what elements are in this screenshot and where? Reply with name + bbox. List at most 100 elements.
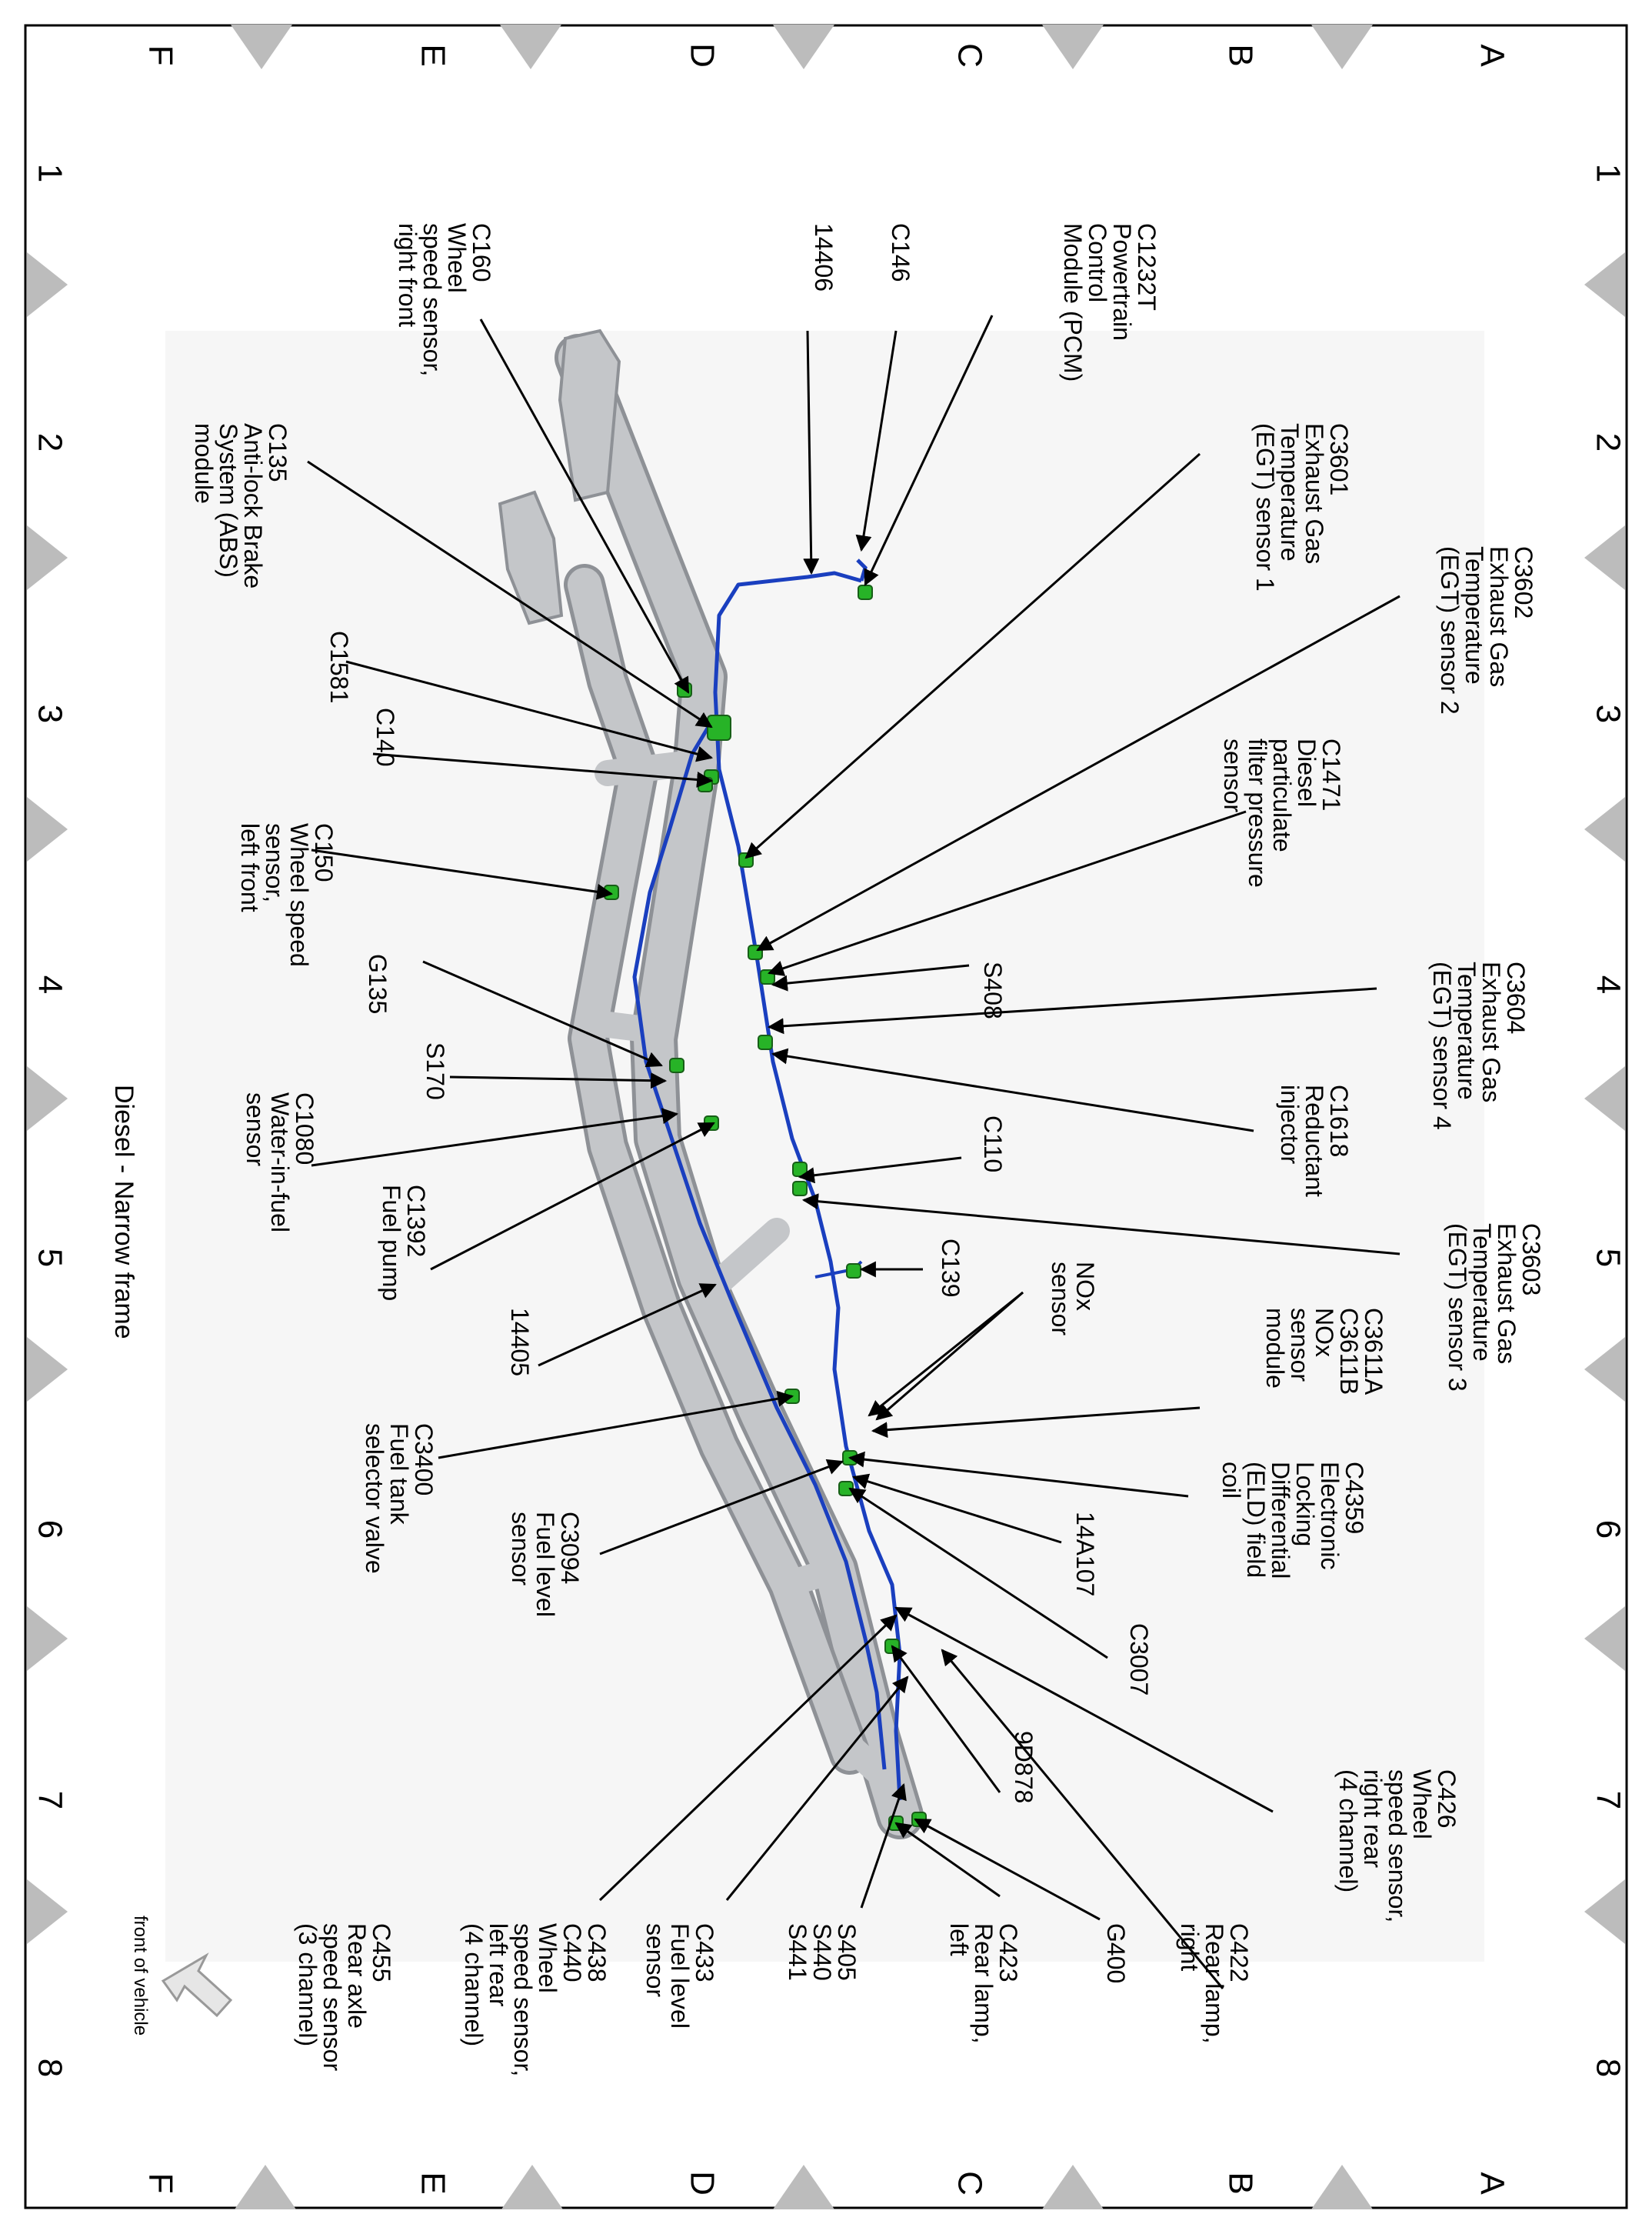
- grid-col-label-right-4: 4: [1589, 975, 1627, 994]
- callout-c3602-line-2: Temperature: [1460, 546, 1488, 685]
- front-of-vehicle-arrow-icon: [161, 1952, 233, 2018]
- callout-c1080-line-1: Water-in-fuel: [266, 1092, 294, 1232]
- grid-col-label-right-7: 7: [1589, 1791, 1627, 1809]
- callout-c3094-line-0: C3094: [556, 1512, 584, 1584]
- callout-c3604-line-1: Exhaust Gas: [1477, 962, 1505, 1102]
- callout-g400-line-0: G400: [1102, 1923, 1130, 1983]
- callout-c146-line-0: C146: [887, 223, 914, 282]
- callout-c3611-line-0: C3611A: [1360, 1308, 1387, 1395]
- leader-s405-35: [860, 1783, 907, 1909]
- callout-c426-line-4: (4 channel): [1334, 1769, 1362, 1892]
- callout-s405-line-2: S441: [784, 1923, 811, 1981]
- callout-c433-line-2: sensor: [641, 1923, 669, 1997]
- leader-s408-11: [771, 964, 970, 992]
- callout-c135-line-3: module: [190, 423, 218, 504]
- callout-c3007: C3007: [1125, 1623, 1153, 1696]
- callout-c139: C139: [937, 1239, 964, 1298]
- callout-c3611: C3611AC3611BNOxsensormodule: [1261, 1308, 1387, 1395]
- callout-c150-line-3: left front: [236, 823, 264, 912]
- callout-c3603-line-1: Exhaust Gas: [1493, 1223, 1520, 1364]
- callout-c433-line-1: Fuel level: [666, 1923, 694, 2029]
- leader-c110-16: [798, 1156, 962, 1184]
- callout-c150-line-1: Wheel speed: [285, 823, 313, 967]
- callout-14405-line-0: 14405: [506, 1308, 534, 1376]
- grid-marker-bottom-4: [1311, 2165, 1373, 2209]
- leader-c1232t-0: [864, 315, 994, 586]
- callout-c1232t-line-1: Powertrain: [1108, 223, 1136, 341]
- frame-crossmember-1: [583, 1010, 671, 1044]
- callout-c1232t-line-2: Control: [1084, 223, 1111, 302]
- callout-c3094-line-2: sensor: [507, 1512, 535, 1585]
- leader-c438-37: [598, 1614, 898, 1902]
- callout-c1471-line-2: particulate: [1268, 739, 1296, 852]
- callout-c3611-line-2: NOx: [1311, 1308, 1338, 1357]
- leader-c1080-17: [311, 1108, 679, 1167]
- callout-14406: 14406: [810, 223, 838, 292]
- leader-c3604-12: [767, 987, 1377, 1035]
- harness-main-left: [632, 714, 887, 1770]
- grid-row-label-bottom-B: B: [1221, 2172, 1259, 2194]
- callout-c438-line-0: C438: [583, 1923, 611, 1982]
- connector-11: [792, 1162, 808, 1177]
- callout-9d878-line-0: 9D878: [1010, 1731, 1037, 1803]
- callout-c1471-line-3: filter pressure: [1244, 739, 1271, 888]
- callout-nox-line-1: sensor: [1047, 1262, 1074, 1335]
- grid-col-label-left-5: 5: [31, 1249, 68, 1267]
- callout-c1392-line-0: C1392: [402, 1185, 430, 1257]
- callout-c4359-line-5: coil: [1217, 1462, 1245, 1499]
- callout-c140: C140: [371, 708, 399, 767]
- leader-c3602-6: [756, 595, 1401, 952]
- leader-c426-30: [894, 1606, 1274, 1813]
- callout-c1232t-line-0: C1232T: [1133, 223, 1161, 311]
- callout-c135-line-1: Anti-lock Brake: [239, 423, 267, 589]
- callout-c3603-line-3: (EGT) sensor 3: [1444, 1223, 1471, 1392]
- callout-14405: 14405: [506, 1308, 534, 1376]
- callout-c438-line-3: speed sensor,: [509, 1923, 537, 2076]
- callout-c4359-line-2: Locking: [1291, 1462, 1319, 1546]
- callout-c3602-line-0: C3602: [1510, 546, 1537, 619]
- grid-row-label-bottom-D: D: [683, 2171, 721, 2196]
- callout-g400: G400: [1102, 1923, 1130, 1983]
- callout-c4359-line-3: Differential: [1267, 1462, 1294, 1579]
- callout-c433: C433Fuel levelsensor: [641, 1923, 718, 2029]
- diagram-title: Diesel - Narrow frame: [109, 1085, 138, 1339]
- grid-marker-top-1: [500, 25, 561, 69]
- harness-main-right: [713, 571, 902, 1801]
- callout-c3094-line-1: Fuel level: [531, 1512, 559, 1617]
- grid-col-label-left-1: 1: [31, 164, 68, 182]
- callout-14a107: 14A107: [1071, 1512, 1099, 1596]
- callout-c1581: C1581: [325, 631, 353, 703]
- grid-marker-left-3: [27, 1066, 68, 1131]
- frame-crossmember-3: [771, 1556, 851, 1598]
- callout-s405-line-1: S440: [808, 1923, 836, 1981]
- leader-nox-22: [875, 1291, 1024, 1421]
- connector-13: [669, 1058, 684, 1073]
- leader-s170-14: [449, 1072, 668, 1089]
- grid-col-label-right-1: 1: [1589, 164, 1627, 182]
- callout-c423-line-1: Rear lamp,: [970, 1923, 998, 2044]
- callout-nox-line-0: NOx: [1071, 1262, 1099, 1311]
- callout-c150-line-2: sensor,: [261, 823, 288, 902]
- callout-c3603-line-0: C3603: [1517, 1223, 1545, 1295]
- callout-c3604-line-3: (EGT) sensor 4: [1428, 962, 1456, 1130]
- leader-14406-2: [803, 330, 820, 575]
- callout-c426-line-0: C426: [1433, 1769, 1460, 1829]
- callout-s405-line-0: S405: [833, 1923, 861, 1981]
- callout-c3611-line-4: module: [1261, 1308, 1289, 1389]
- callout-c3603: C3603Exhaust GasTemperature(EGT) sensor …: [1444, 1223, 1545, 1392]
- callout-s408: S408: [979, 962, 1007, 1019]
- leader-c422-32: [941, 1649, 1224, 1989]
- leader-lines: [307, 315, 1401, 1989]
- callout-c438-line-4: left rear: [485, 1923, 512, 2007]
- callout-c1232t: C1232TPowertrainControlModule (PCM): [1059, 223, 1161, 382]
- callout-c426-line-3: right rear: [1359, 1769, 1387, 1868]
- grid-marker-left-5: [27, 1606, 68, 1671]
- grid-marker-right-3: [1584, 1066, 1625, 1131]
- grid-marker-left-4: [27, 1337, 68, 1402]
- callout-c135-line-0: C135: [264, 423, 291, 482]
- frame-crossmember-2: [694, 1218, 790, 1305]
- grid-row-label-top-A: A: [1473, 44, 1510, 67]
- callout-c3601: C3601Exhaust GasTemperature(EGT) sensor …: [1251, 423, 1353, 592]
- leader-c3094-27: [599, 1459, 844, 1555]
